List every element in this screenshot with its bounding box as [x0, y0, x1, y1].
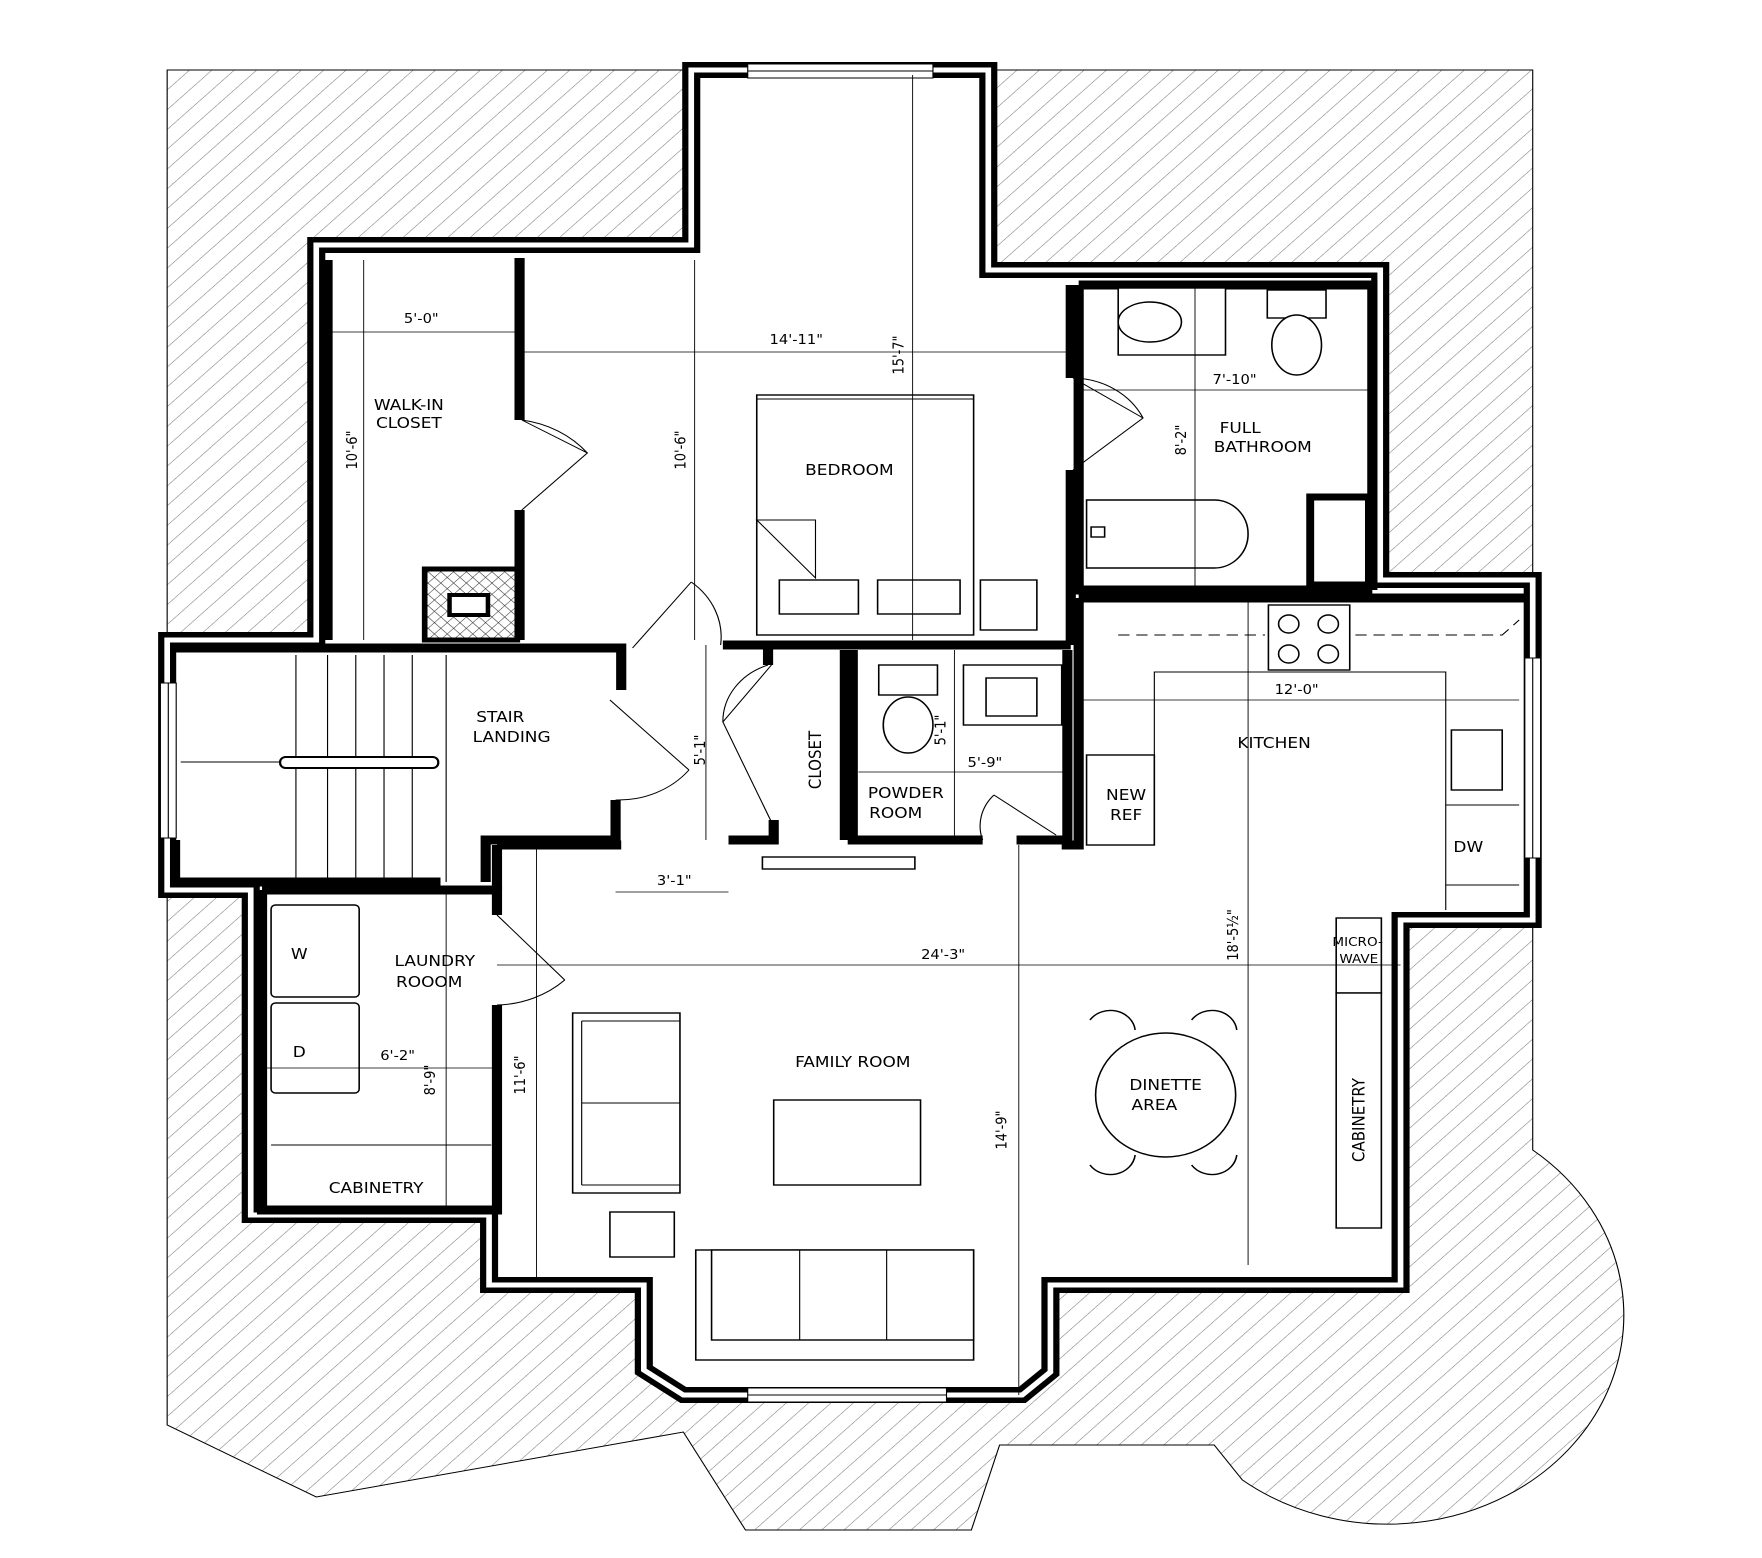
label-new-ref-1: NEW: [1106, 786, 1146, 804]
label-new-ref-2: REF: [1110, 806, 1142, 824]
bath-toilet: [1266, 289, 1327, 376]
label-washer: W: [291, 945, 308, 963]
label-closet: CLOSET: [805, 731, 825, 789]
label-kitchen: KITCHEN: [1237, 734, 1310, 752]
label-cabinetry-kitchen: CABINETRY: [1349, 1078, 1369, 1162]
label-dw: DW: [1453, 838, 1483, 856]
dim-bedroom-depth-full: 15'-7": [891, 335, 908, 374]
window-right: [1524, 657, 1542, 859]
sofa: [694, 1249, 975, 1361]
label-laundry-room-2: ROOOM: [396, 973, 462, 991]
doors: [496, 377, 1144, 1006]
dim-bath-depth: 8'-2": [1173, 425, 1190, 456]
label-dinette-area-2: AREA: [1132, 1096, 1178, 1114]
window-left: [159, 682, 177, 839]
label-family-room: FAMILY ROOM: [795, 1053, 910, 1071]
dryer: [270, 1002, 360, 1094]
label-powder-room-1: POWDER: [868, 784, 944, 802]
label-laundry-room-1: LAUNDRY: [395, 952, 476, 970]
label-cabinetry-laundry: CABINETRY: [329, 1179, 424, 1197]
dinette-table: [1089, 1009, 1238, 1176]
label-walk-in-closet-1: WALK-IN: [374, 396, 444, 414]
end-table: [609, 1211, 676, 1258]
tv: [761, 856, 916, 870]
label-stair-landing-2: LANDING: [473, 728, 551, 746]
side-sofa: [571, 1012, 681, 1194]
dim-family-width: 24'-3": [921, 948, 965, 963]
dim-powder-depth: 5'-1": [933, 715, 950, 746]
label-dryer: D: [293, 1043, 306, 1061]
dim-hall-width: 3'-1": [657, 874, 692, 889]
dim-walk-in-width: 5'-0": [404, 312, 439, 327]
upper-cabinet-line: [1118, 619, 1520, 636]
dim-laundry-width: 6'-2": [380, 1049, 415, 1064]
microwave: [1335, 917, 1383, 994]
label-bedroom: BEDROOM: [805, 461, 893, 479]
dim-bath-width: 7'-10": [1212, 373, 1256, 388]
staircase[interactable]: [180, 655, 447, 882]
kitchen-cabinetry: [1335, 992, 1383, 1229]
chimney: [421, 566, 521, 643]
dim-family-left-depth: 11'-6": [513, 1055, 530, 1094]
label-full-bathroom-2: BATHROOM: [1214, 438, 1312, 456]
label-walk-in-closet-2: CLOSET: [376, 414, 442, 432]
dim-bedroom-width: 14'-11": [770, 333, 823, 348]
bathtub: [1085, 499, 1249, 569]
kitchen-sink: [1450, 729, 1504, 791]
refrigerator: [1085, 754, 1156, 846]
dimension-lines: [265, 75, 1520, 1395]
label-microwave-1: MICRO-: [1332, 936, 1383, 950]
dim-walk-in-depth: 10'-6": [344, 430, 361, 469]
coffee-table: [772, 1099, 922, 1186]
label-dinette-area-1: DINETTE: [1129, 1076, 1202, 1094]
powder-sink: [962, 664, 1063, 726]
dim-closet-depth: 5'-1": [692, 735, 709, 766]
stove: [1267, 604, 1351, 671]
bath-sink: [1117, 287, 1227, 356]
counter-line: [1153, 671, 1520, 910]
dim-family-depth: 14'-9": [994, 1110, 1011, 1149]
window-top: [747, 63, 934, 79]
washer: [270, 904, 360, 998]
dim-kitchen-width: 12'-0": [1275, 683, 1319, 698]
label-full-bathroom-1: FULL: [1220, 419, 1261, 437]
interior-walls: [169, 258, 1525, 1215]
dim-laundry-depth: 8'-9": [422, 1065, 439, 1096]
dim-bedroom-depth: 10'-6": [673, 430, 690, 469]
label-microwave-2: WAVE: [1339, 953, 1378, 967]
dim-powder-width: 5'-9": [968, 756, 1003, 771]
bed: [755, 394, 975, 636]
label-stair-landing-1: STAIR: [476, 708, 524, 726]
dim-kitchen-depth: 18'-5½": [1225, 909, 1242, 961]
nightstand: [979, 579, 1038, 631]
window-bottom: [747, 1387, 948, 1403]
label-powder-room-2: ROOM: [869, 804, 922, 822]
powder-toilet: [877, 664, 939, 754]
